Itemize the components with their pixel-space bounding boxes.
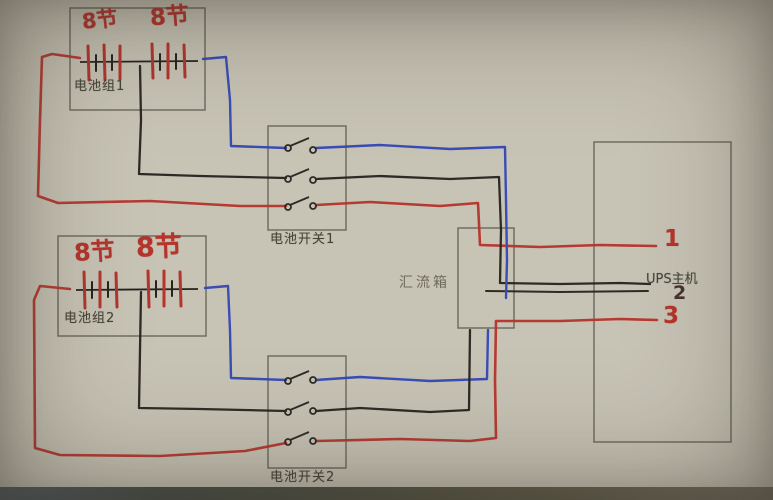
wire-black-switch1-to-ups-terminal2 <box>314 174 652 286</box>
wire-blue-bat2-to-switch2 <box>203 284 288 382</box>
battery-group-1-pack1-label: 8节 <box>80 6 119 34</box>
wire-black-bat2-to-switch2 <box>137 290 288 413</box>
battery-group-2-box <box>57 235 207 337</box>
ups-terminal-3-label: 3 <box>663 303 680 329</box>
wire-blue-bat1-to-switch1 <box>201 55 288 150</box>
battery-group-2-cells <box>75 269 199 310</box>
wire-red-bat2-to-switch2 <box>32 284 288 458</box>
battery-group-1-pack2-label: 8节 <box>149 2 190 32</box>
wire-blue-switch1-to-busbox <box>314 143 509 300</box>
battery-switch-2-label: 电池开关2 <box>270 470 336 485</box>
ups-label: UPS主机 <box>646 272 698 287</box>
bus-box-label: 汇流箱 <box>399 275 450 291</box>
ups-terminal-1-label: 1 <box>664 226 681 252</box>
battery-switch-2-contacts <box>284 370 317 446</box>
battery-switch-1-label: 电池开关1 <box>270 232 336 247</box>
battery-group-2-pack2-label: 8节 <box>135 231 183 264</box>
ups-terminal-2-label: 2 <box>673 282 687 304</box>
battery-group-2-pack1-label: 8节 <box>73 236 116 268</box>
wire-red-bat1-to-switch1 <box>36 52 288 208</box>
wire-black-switch2-to-busbox <box>314 328 472 414</box>
wire-black-bat1-to-switch1 <box>137 64 288 180</box>
battery-switch-1-contacts <box>284 137 317 211</box>
battery-group-1-cells <box>79 42 199 82</box>
battery-switch-2-box <box>267 355 347 469</box>
battery-group-2-label: 电池组2 <box>64 311 116 326</box>
battery-group-1-label: 电池组1 <box>74 79 126 94</box>
wire-black-busbox-to-ups <box>485 290 649 293</box>
bus-box-box <box>457 227 515 329</box>
wire-red-switch2-to-ups-terminal3 <box>314 317 659 443</box>
wire-blue-switch2-to-busbox <box>314 328 490 383</box>
wire-red-switch1-to-ups-terminal1 <box>314 200 658 249</box>
photo-bottom-edge <box>0 487 773 500</box>
